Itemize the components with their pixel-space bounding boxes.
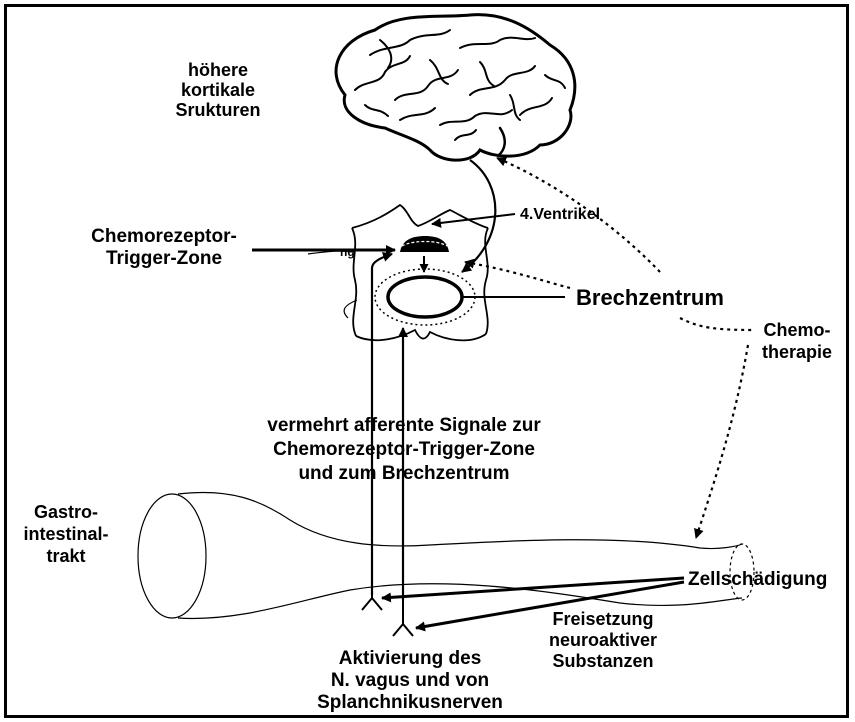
ctz-label-1: Chemorezeptor- — [91, 226, 237, 247]
cell-damage-label: Zellschädigung — [688, 569, 827, 590]
afferent-label-1: vermehrt afferente Signale zur — [267, 415, 541, 436]
gi-label-1: Gastro- — [34, 502, 98, 522]
release-label-3: Substanzen — [552, 651, 653, 671]
activation-label-3: Splanchnikusnerven — [317, 692, 503, 713]
text-labels: höhere kortikale Srukturen 4.Ventrikel C… — [23, 60, 832, 713]
gi-label-2: intestinal- — [23, 524, 108, 544]
cortex-label-2: kortikale — [181, 80, 255, 100]
chemo-connector — [680, 318, 755, 330]
chemo-label-2: therapie — [762, 342, 832, 362]
cortex-label-3: Srukturen — [175, 100, 260, 120]
ctz-label-2: Trigger-Zone — [106, 248, 222, 269]
afferent-label-2: Chemorezeptor-Trigger-Zone — [273, 439, 535, 460]
release-label-2: neuroaktiver — [549, 630, 657, 650]
ventricle-label: 4.Ventrikel — [520, 206, 600, 223]
vomiting-center-oval — [388, 277, 462, 317]
arrows — [252, 158, 755, 628]
nerve-endings — [362, 595, 413, 636]
activation-label-2: N. vagus und von — [331, 670, 489, 691]
vomiting-center-label: Brechzentrum — [576, 285, 724, 310]
gi-label-3: trakt — [46, 546, 85, 566]
brain-illustration — [336, 15, 575, 161]
ctz-structure — [400, 236, 449, 252]
chemo-label-1: Chemo- — [764, 320, 831, 340]
cortex-label-1: höhere — [188, 60, 248, 80]
damage-to-vagus-arrow — [382, 578, 684, 598]
vc-dotted-arrow — [465, 262, 570, 288]
activation-label-1: Aktivierung des — [339, 648, 482, 669]
release-label-1: Freisetzung — [552, 609, 653, 629]
chemo-to-gi-arrow — [696, 345, 748, 538]
ctz-abbrev-label: ng — [340, 245, 355, 259]
afferent-label-3: und zum Brechzentrum — [298, 463, 509, 484]
gi-tract-tube — [138, 492, 754, 618]
